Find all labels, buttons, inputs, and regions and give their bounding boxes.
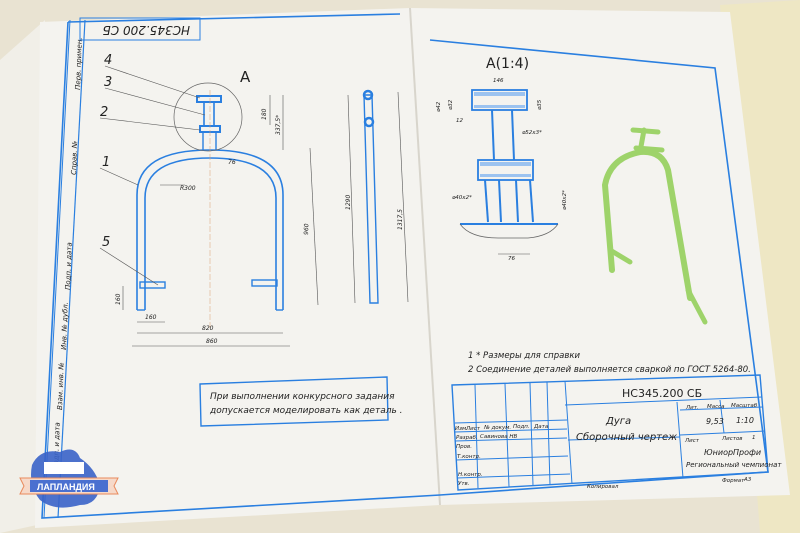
- frame-top-left: [67, 13, 401, 23]
- side-label: Инв. № дубл.: [60, 302, 70, 350]
- tb-org-2: Региональный чемпионат: [686, 461, 782, 469]
- dim-p40a: ⌀40х2*: [452, 195, 472, 201]
- side-label: Справ. №: [70, 141, 79, 175]
- tb-scale: 1:10: [736, 416, 754, 425]
- tb-row: Утв.: [458, 481, 470, 487]
- dim-180: 180: [261, 108, 268, 120]
- note-box: [199, 376, 389, 427]
- detail-label: А(1:4): [486, 56, 529, 72]
- dim-radius: R300: [180, 185, 196, 192]
- tb-col: Подп.: [513, 424, 530, 430]
- dim-146: 146: [493, 78, 504, 84]
- dim-d32: ⌀32: [448, 99, 454, 110]
- side-label: Подп. и дата: [52, 422, 62, 470]
- frame-right: [429, 39, 769, 496]
- side-label: Взам. инв. №: [56, 362, 66, 410]
- dim-d42: ⌀42: [436, 101, 442, 112]
- view-label: А: [240, 68, 251, 86]
- tb-col: № докум.: [483, 425, 511, 431]
- dim-76: 76: [228, 159, 236, 166]
- side-label: Перв. примен.: [74, 37, 84, 90]
- callout-5: 5: [102, 235, 110, 250]
- code-stamp-box: [79, 17, 201, 41]
- side-view: 1290 1317,5: [345, 89, 409, 304]
- tb-format: А3: [743, 477, 752, 483]
- front-view: 4 3 2 1 5 А R300 76 180 337,5* 960 160 1…: [99, 53, 319, 347]
- footrest-left: [139, 281, 166, 289]
- tb-row: Н.контр.: [458, 472, 483, 478]
- dim-160-h: 160: [115, 293, 122, 305]
- note-1: 1 * Размеры для справки: [468, 351, 580, 361]
- logo-text: ЛАПЛАНДИЯ: [37, 482, 95, 492]
- tb-scale-label: Масштаб: [731, 403, 758, 409]
- dim-13175: 1317,5: [397, 209, 404, 230]
- tb-code: НС345.200 СБ: [622, 387, 702, 400]
- tb-row: Пров.: [456, 444, 472, 450]
- callout-1: 1: [102, 155, 110, 170]
- tb-col: Лист: [465, 426, 481, 432]
- callout-4: 4: [104, 53, 112, 68]
- side-labels: Перв. примен. Справ. № Подп. и дата Инв.…: [52, 37, 84, 470]
- tb-developer: Савинова НВ: [480, 434, 517, 440]
- tb-name-1: Дуга: [605, 416, 631, 427]
- tb-sheets: 1: [752, 435, 756, 441]
- dim-1290: 1290: [345, 195, 352, 210]
- paper-fold: [409, 7, 441, 506]
- dim-820: 820: [202, 325, 214, 332]
- code-stamp: НС345.200 СБ: [103, 23, 190, 37]
- tb-col: Изм.: [455, 426, 468, 432]
- note-box-line-1: При выполнении конкурсного задания: [210, 392, 395, 402]
- title-block: НС345.200 СБ Дуга Сборочный чертеж Лит. …: [451, 374, 782, 491]
- lapland-logo: ЛАПЛАНДИЯ: [19, 449, 119, 508]
- callout-3: 3: [104, 75, 112, 90]
- callout-2: 2: [100, 105, 108, 120]
- dim-76-detail: 76: [508, 256, 515, 262]
- drawing-paper: [35, 8, 790, 528]
- tb-lit: Лит.: [685, 405, 699, 411]
- tb-row: Разраб.: [456, 435, 478, 441]
- tb-mass: 9,53: [706, 417, 724, 426]
- dim-3375: 337,5*: [275, 115, 282, 135]
- tb-sheet: Лист: [684, 438, 700, 444]
- tb-copied: Копировал: [587, 484, 619, 490]
- detail-circle: [173, 82, 243, 152]
- note-2: 2 Соединение деталей выполняется сваркой…: [468, 365, 751, 375]
- side-label: Подп. и дата: [64, 242, 74, 290]
- tb-sheets-label: Листов: [721, 436, 743, 442]
- detail-view: А(1:4) 146 ⌀42 ⌀32 ⌀35 12 ⌀52х3* ⌀40х2* …: [436, 56, 568, 262]
- side-strip: [57, 19, 86, 519]
- footrest-right: [251, 279, 278, 287]
- dim-12: 12: [456, 118, 463, 124]
- 3d-model: [601, 127, 708, 325]
- sleeve-upper: [196, 95, 222, 103]
- tb-col: Дата: [533, 424, 549, 430]
- tb-format-label: Формат: [722, 478, 745, 484]
- dim-160-w: 160: [145, 314, 157, 321]
- tb-org-1: ЮниорПрофи: [704, 448, 761, 457]
- tb-name-2: Сборочный чертеж: [576, 431, 677, 443]
- tb-row: Т.контр.: [457, 454, 481, 460]
- dim-d35: ⌀35: [537, 99, 543, 110]
- frame-left: [41, 21, 441, 519]
- side-strip-inner: [43, 19, 71, 519]
- tb-mass-label: Масса: [707, 404, 725, 410]
- dim-p52: ⌀52х3*: [522, 130, 542, 136]
- dim-860: 860: [206, 338, 218, 345]
- note-box-line-2: допускается моделировать как деталь .: [209, 406, 403, 416]
- dim-p40b: ⌀40х2*: [562, 190, 568, 210]
- dim-960: 960: [303, 223, 310, 235]
